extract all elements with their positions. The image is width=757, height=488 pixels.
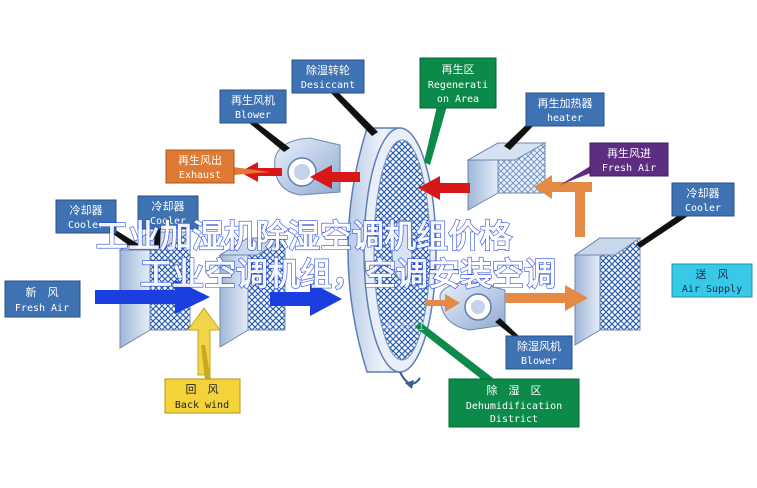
label-regen-blower: 再生风机 Blower bbox=[219, 89, 287, 124]
label-regen-area-en2: on Area bbox=[437, 94, 479, 105]
process-flow-arrows bbox=[95, 280, 342, 316]
label-dehum-blower-cn: 除湿风机 bbox=[517, 339, 561, 353]
label-back-wind-cn: 回 风 bbox=[186, 383, 219, 396]
label-cooler-left-en: Cooler bbox=[68, 220, 104, 231]
label-regen-fresh-air-en: Fresh Air bbox=[602, 163, 656, 174]
label-fresh-air-cn: 新 风 bbox=[26, 285, 59, 299]
label-dehum-district: 除 湿 区 Dehumidification District bbox=[448, 378, 580, 428]
label-back-wind: 回 风 Back wind bbox=[164, 378, 241, 414]
label-regen-exhaust: 再生风出 Exhaust bbox=[165, 149, 235, 184]
process-supply-arrows bbox=[425, 285, 588, 312]
label-fresh-air-en: Fresh Air bbox=[15, 303, 69, 314]
label-regen-blower-cn: 再生风机 bbox=[231, 93, 275, 107]
watermark-text: XYXYYI bbox=[385, 320, 425, 333]
label-cooler-mid-cn: 冷却器 bbox=[152, 200, 185, 213]
label-air-supply-en: Air Supply bbox=[682, 284, 742, 295]
label-back-wind-en: Back wind bbox=[175, 400, 229, 411]
overlay-line-1: 工业加湿机除湿空调机组价格 bbox=[96, 217, 513, 255]
label-regen-blower-en: Blower bbox=[235, 110, 271, 121]
label-regen-area-en1: Regenerati bbox=[428, 80, 488, 91]
label-regen-exhaust-cn: 再生风出 bbox=[178, 153, 222, 167]
label-dehum-district-en1: Dehumidification bbox=[466, 401, 562, 412]
label-dehum-district-en2: District bbox=[490, 414, 538, 425]
label-cooler-mid-en: Cooler bbox=[150, 216, 186, 227]
label-fresh-air: 新 风 Fresh Air bbox=[4, 280, 81, 318]
cooler-mid-unit bbox=[218, 237, 287, 348]
label-cooler-right: 冷却器 Cooler bbox=[671, 182, 735, 217]
label-desiccant: 除湿转轮 Desiccant bbox=[291, 59, 365, 94]
desiccant-wheel bbox=[347, 127, 437, 389]
label-regen-heater-en: heater bbox=[547, 113, 583, 124]
label-regen-heater: 再生加热器 heater bbox=[525, 92, 605, 127]
label-regen-exhaust-en: Exhaust bbox=[179, 170, 221, 181]
label-cooler-left-cn: 冷却器 bbox=[70, 204, 103, 217]
label-cooler-mid: 冷却器 Cooler bbox=[137, 195, 199, 230]
label-air-supply: 送 风 Air Supply bbox=[671, 263, 753, 298]
label-regen-area-cn: 再生区 bbox=[442, 62, 475, 76]
back-wind-arrow bbox=[187, 307, 221, 376]
label-cooler-left: 冷却器 Cooler bbox=[55, 199, 117, 234]
label-cooler-right-en: Cooler bbox=[685, 203, 721, 214]
label-regen-heater-cn: 再生加热器 bbox=[538, 96, 593, 110]
label-desiccant-cn: 除湿转轮 bbox=[306, 63, 350, 77]
regen-heat-arrows bbox=[534, 175, 592, 237]
regen-heater-unit bbox=[466, 142, 547, 211]
dehum-blower-unit bbox=[439, 281, 506, 331]
label-dehum-district-cn: 除 湿 区 bbox=[487, 383, 542, 397]
overlay-banner: 工业加湿机除湿空调机组价格 工业空调机组，空调安装空调 bbox=[95, 216, 556, 293]
label-dehum-blower: 除湿风机 Blower bbox=[505, 335, 573, 370]
overlay-line-2: 工业空调机组，空调安装空调 bbox=[140, 255, 556, 293]
label-air-supply-cn: 送 风 bbox=[696, 267, 729, 281]
label-regen-fresh-air-cn: 再生风进 bbox=[607, 146, 651, 160]
label-cooler-right-cn: 冷却器 bbox=[687, 187, 720, 200]
cooler-right-unit bbox=[573, 237, 642, 346]
label-regen-fresh-air: 再生风进 Fresh Air bbox=[589, 142, 669, 177]
label-dehum-blower-en: Blower bbox=[521, 356, 557, 367]
label-desiccant-en: Desiccant bbox=[301, 80, 355, 91]
label-regen-area: 再生区 Regenerati on Area bbox=[419, 57, 497, 109]
